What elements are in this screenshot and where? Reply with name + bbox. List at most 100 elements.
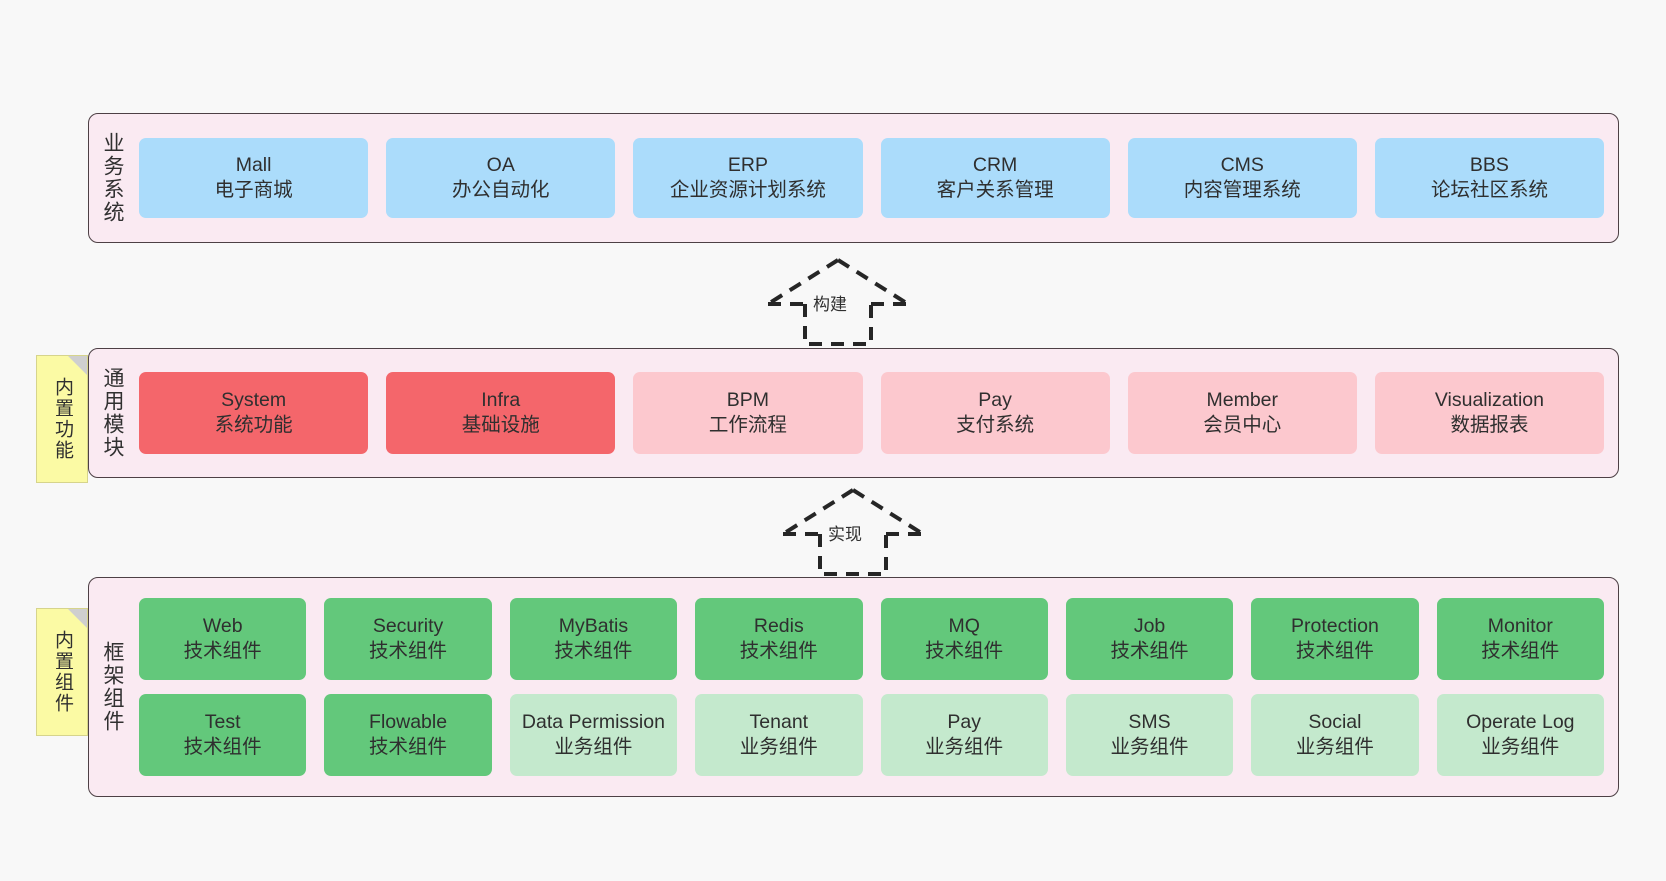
- node-subtitle: 技术组件: [554, 640, 633, 662]
- node-tenant[interactable]: Tenant 业务组件: [695, 694, 863, 776]
- node-subtitle: 技术组件: [925, 640, 1004, 662]
- node-subtitle: 业务组件: [739, 736, 818, 758]
- node-title: BPM: [726, 389, 770, 412]
- layer-row: Web 技术组件 Security 技术组件 MyBatis 技术组件 Redi…: [139, 598, 1604, 680]
- node-mall[interactable]: Mall 电子商城: [139, 138, 369, 218]
- layer-body-business-systems: Mall 电子商城 OA 办公自动化 ERP 企业资源计划系统 CRM 客户关系…: [135, 114, 1618, 242]
- node-subtitle: 技术组件: [183, 640, 262, 662]
- node-subtitle: 内容管理系统: [1183, 179, 1301, 201]
- folded-corner-icon: [68, 609, 87, 628]
- layer-row: Mall 电子商城 OA 办公自动化 ERP 企业资源计划系统 CRM 客户关系…: [139, 138, 1605, 218]
- node-job[interactable]: Job 技术组件: [1065, 598, 1234, 680]
- node-bpm[interactable]: BPM 工作流程: [633, 372, 863, 454]
- node-crm[interactable]: CRM 客户关系管理: [880, 138, 1110, 218]
- arrow-label-build: 构建: [811, 290, 849, 315]
- node-flowable[interactable]: Flowable 技术组件: [324, 694, 492, 776]
- node-web[interactable]: Web 技术组件: [139, 598, 307, 680]
- node-visualization[interactable]: Visualization 数据报表: [1374, 372, 1605, 454]
- node-title: Redis: [753, 615, 804, 638]
- layer-row: System 系统功能 Infra 基础设施 BPM 工作流程 Pay 支付系统…: [139, 372, 1605, 454]
- layer-title-framework-components: 框架组件: [101, 641, 125, 733]
- node-title: OA: [486, 154, 515, 177]
- node-subtitle: 业务组件: [1295, 736, 1374, 758]
- node-system[interactable]: System 系统功能: [139, 372, 369, 454]
- layer-common-modules: 通用模块 System 系统功能 Infra 基础设施 BPM 工作流程 Pay…: [88, 348, 1619, 478]
- node-subtitle: 技术组件: [369, 640, 448, 662]
- node-title: System: [221, 389, 287, 412]
- node-subtitle: 业务组件: [1481, 736, 1560, 758]
- note-built-in-components[interactable]: 内置组件: [36, 608, 88, 736]
- node-title: Visualization: [1434, 389, 1545, 412]
- node-title: Protection: [1291, 615, 1379, 638]
- layer-body-common-modules: System 系统功能 Infra 基础设施 BPM 工作流程 Pay 支付系统…: [135, 349, 1618, 477]
- node-title: Flowable: [369, 711, 448, 734]
- node-subtitle: 技术组件: [369, 736, 448, 758]
- note-label: 内置组件: [51, 630, 73, 714]
- node-title: Test: [204, 711, 241, 734]
- node-test[interactable]: Test 技术组件: [139, 694, 307, 776]
- node-title: Data Permission: [521, 711, 665, 734]
- arrow-implement: 实现: [763, 482, 943, 578]
- node-subtitle: 企业资源计划系统: [669, 179, 826, 201]
- node-title: MQ: [948, 615, 980, 638]
- node-subtitle: 技术组件: [1481, 640, 1560, 662]
- node-cms[interactable]: CMS 内容管理系统: [1127, 138, 1357, 218]
- arrow-label-implement: 实现: [826, 520, 864, 545]
- node-subtitle: 会员中心: [1203, 414, 1282, 436]
- layer-title-business-systems: 业务系统: [101, 132, 125, 224]
- node-bbs[interactable]: BBS 论坛社区系统: [1374, 138, 1605, 218]
- node-subtitle: 技术组件: [739, 640, 818, 662]
- node-subtitle: 业务组件: [925, 736, 1004, 758]
- node-redis[interactable]: Redis 技术组件: [695, 598, 863, 680]
- node-social[interactable]: Social 业务组件: [1251, 694, 1419, 776]
- node-subtitle: 办公自动化: [452, 179, 550, 201]
- node-infra[interactable]: Infra 基础设施: [386, 372, 616, 454]
- node-sms[interactable]: SMS 业务组件: [1065, 694, 1234, 776]
- layer-body-framework-components: Web 技术组件 Security 技术组件 MyBatis 技术组件 Redi…: [135, 578, 1618, 796]
- node-subtitle: 基础设施: [461, 414, 540, 436]
- node-subtitle: 论坛社区系统: [1430, 179, 1548, 201]
- node-protection[interactable]: Protection 技术组件: [1251, 598, 1419, 680]
- node-operate-log[interactable]: Operate Log 业务组件: [1436, 694, 1604, 776]
- node-security[interactable]: Security 技术组件: [324, 598, 492, 680]
- node-subtitle: 系统功能: [214, 414, 293, 436]
- node-title: MyBatis: [558, 615, 629, 638]
- node-member[interactable]: Member 会员中心: [1127, 372, 1357, 454]
- node-monitor[interactable]: Monitor 技术组件: [1436, 598, 1604, 680]
- layer-title-common-modules: 通用模块: [101, 367, 125, 459]
- node-title: ERP: [727, 154, 768, 177]
- node-title: CMS: [1220, 154, 1264, 177]
- node-pay-component[interactable]: Pay 业务组件: [880, 694, 1048, 776]
- node-mq[interactable]: MQ 技术组件: [880, 598, 1048, 680]
- node-oa[interactable]: OA 办公自动化: [386, 138, 616, 218]
- node-title: Operate Log: [1466, 711, 1575, 734]
- node-subtitle: 技术组件: [1295, 640, 1374, 662]
- node-title: Infra: [481, 389, 521, 412]
- node-title: Web: [202, 615, 243, 638]
- node-mybatis[interactable]: MyBatis 技术组件: [509, 598, 678, 680]
- node-title: Member: [1206, 389, 1279, 412]
- node-subtitle: 业务组件: [1110, 736, 1189, 758]
- node-subtitle: 支付系统: [956, 414, 1035, 436]
- node-pay[interactable]: Pay 支付系统: [880, 372, 1110, 454]
- node-title: Social: [1308, 711, 1362, 734]
- note-label: 内置功能: [51, 377, 73, 461]
- arrow-build: 构建: [748, 252, 928, 348]
- node-title: SMS: [1128, 711, 1171, 734]
- node-title: Tenant: [749, 711, 809, 734]
- note-built-in-functions[interactable]: 内置功能: [36, 355, 88, 483]
- node-title: Security: [372, 615, 444, 638]
- folded-corner-icon: [68, 356, 87, 375]
- node-title: Monitor: [1487, 615, 1553, 638]
- node-erp[interactable]: ERP 企业资源计划系统: [633, 138, 863, 218]
- node-subtitle: 客户关系管理: [936, 179, 1054, 201]
- node-subtitle: 技术组件: [183, 736, 262, 758]
- node-title: CRM: [972, 154, 1018, 177]
- node-subtitle: 工作流程: [708, 414, 787, 436]
- node-data-permission[interactable]: Data Permission 业务组件: [509, 694, 678, 776]
- dashed-arrow-up-icon: [766, 258, 910, 346]
- node-title: Pay: [978, 389, 1012, 412]
- node-title: Pay: [947, 711, 981, 734]
- layer-framework-components: 框架组件 Web 技术组件 Security 技术组件 MyBatis 技术组件…: [88, 577, 1619, 797]
